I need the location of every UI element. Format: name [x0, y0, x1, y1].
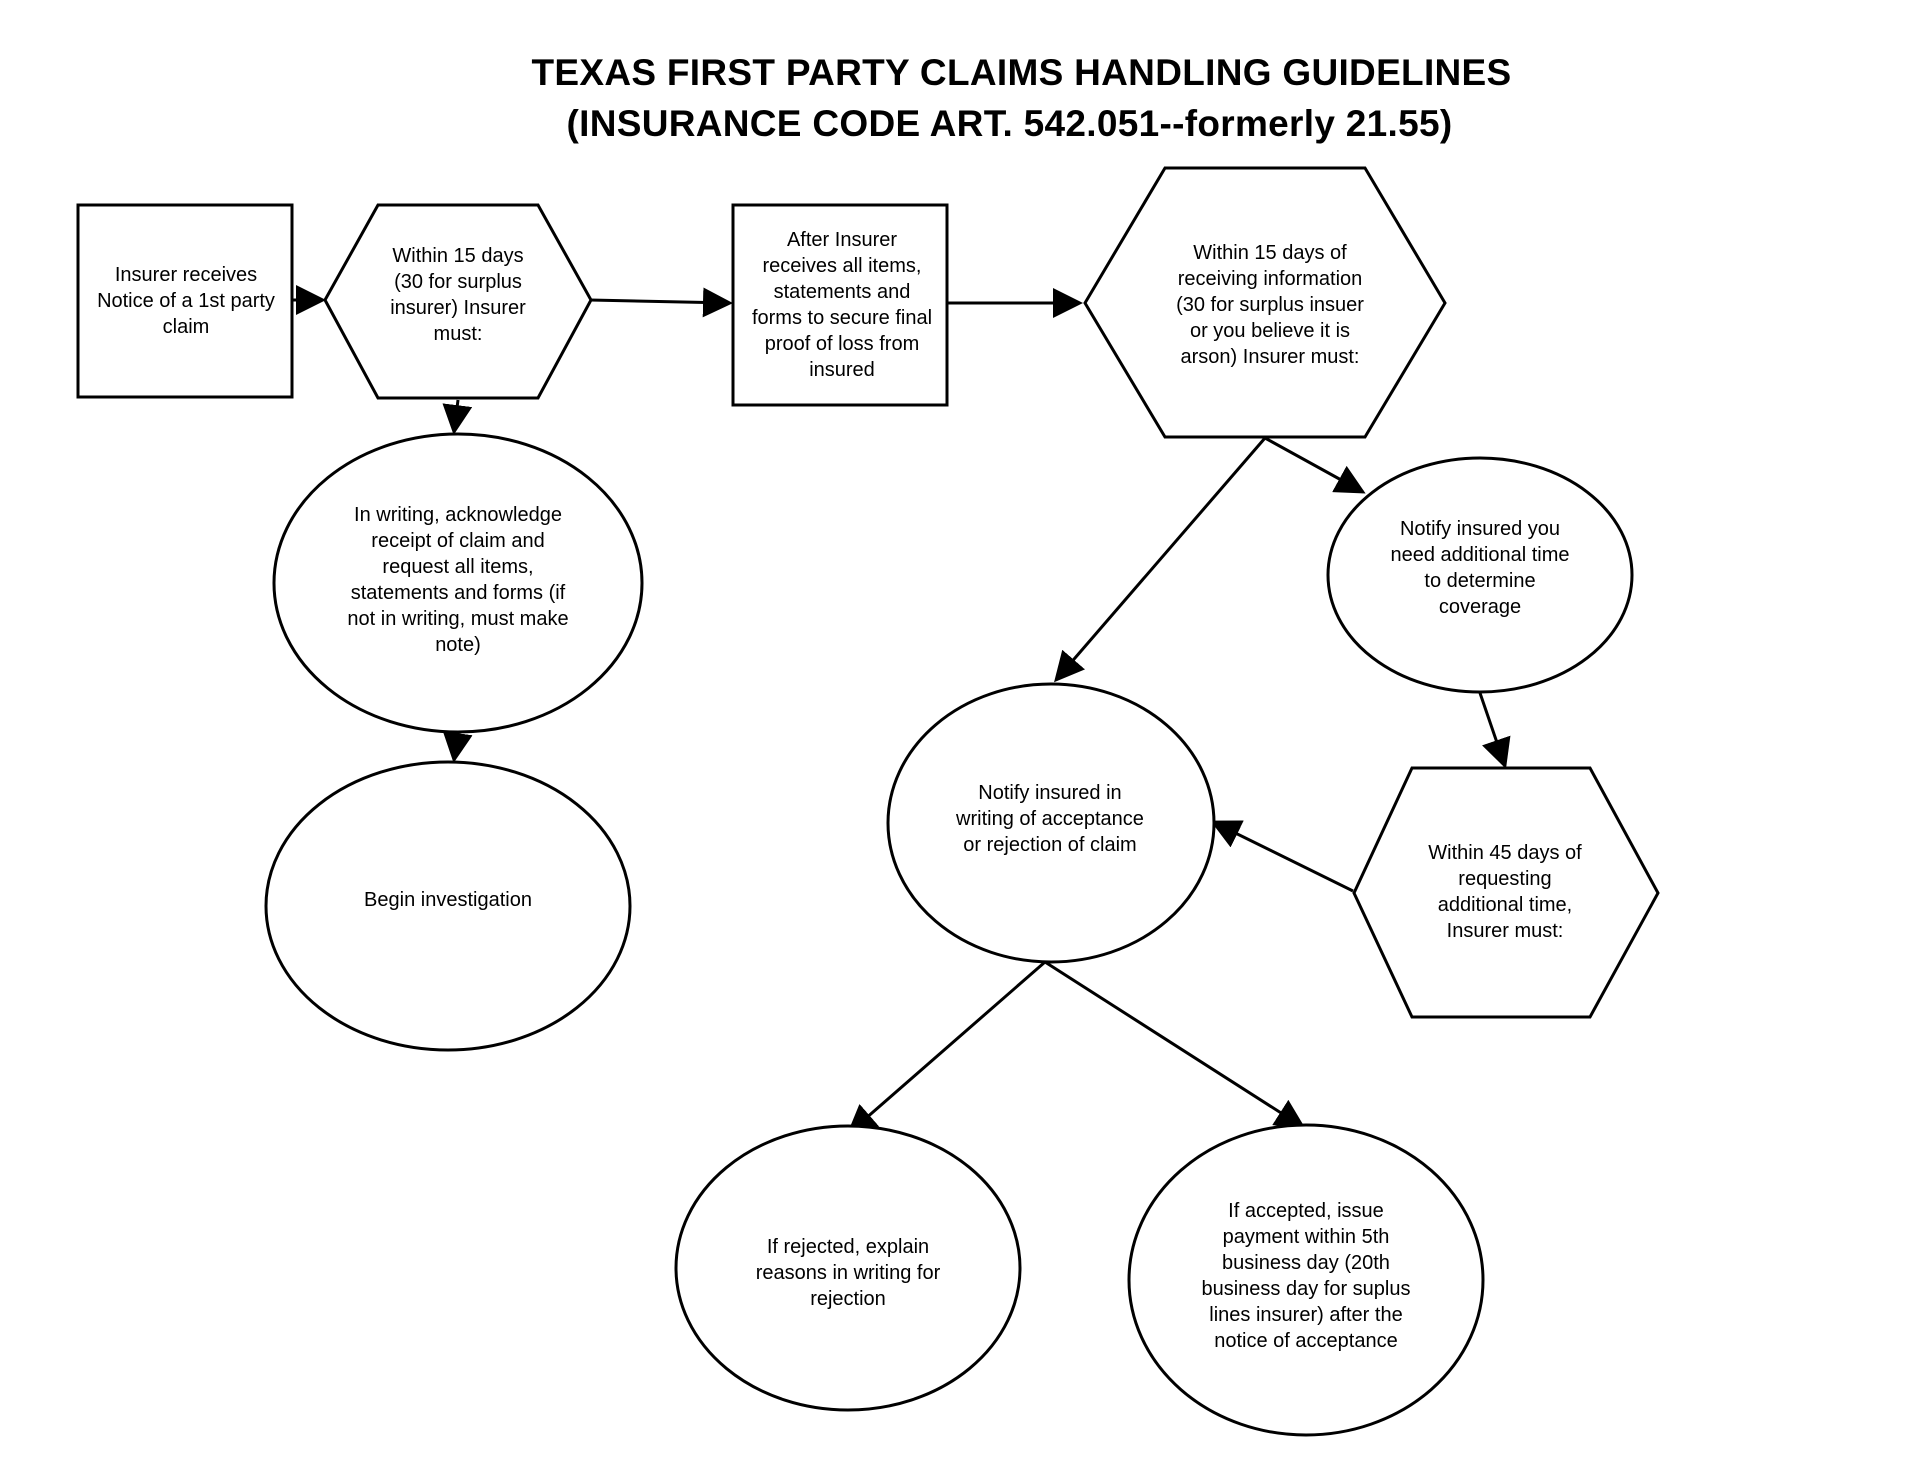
edge-within15-info-to-notify-acceptance — [1054, 437, 1267, 683]
accepted-label: If accepted, issue payment within 5th bu… — [1201, 1200, 1411, 1352]
within45-hexagon — [1352, 766, 1660, 1019]
notify-additional-time-label: Notify insured you need additional time … — [1390, 518, 1570, 618]
edge-notify-acceptance-to-rejected — [846, 960, 1046, 1135]
edge-within15-info-to-notify-additional-time — [1264, 436, 1366, 494]
after-receives-box — [731, 203, 949, 407]
rejected-label: If rejected, explain reasons in writing … — [755, 1236, 941, 1310]
notify-additional-time-ellipse — [1326, 456, 1634, 694]
within15-info-hexagon — [1083, 166, 1447, 439]
acknowledge-label: In writing, acknowledge receipt of claim… — [347, 504, 569, 656]
within45-label: Within 45 days of requesting additional … — [1428, 842, 1582, 942]
acknowledge-ellipse — [272, 432, 644, 734]
investigation-label: Begin investigation — [364, 889, 532, 911]
edge-acknowledge-to-investigation — [442, 730, 473, 763]
after-receives-label: After Insurer receives all items, statem… — [751, 229, 933, 381]
within15-label: Within 15 days (30 for surplus insurer) … — [390, 245, 526, 345]
page-title: TEXAS FIRST PARTY CLAIMS HANDLING GUIDEL… — [531, 52, 1512, 93]
edge-notify-acceptance-to-accepted — [1044, 960, 1306, 1129]
within15-hexagon — [323, 203, 593, 400]
edge-within45-to-notify-acceptance — [1210, 820, 1354, 893]
notice-label: Insurer receives Notice of a 1st party c… — [97, 264, 275, 338]
notice-box — [76, 203, 294, 399]
investigation-ellipse — [264, 760, 632, 1052]
notify-acceptance-label: Notify insured in writing of acceptance … — [956, 782, 1144, 856]
edge-within15-to-acknowledge — [442, 399, 473, 435]
page-subtitle: (INSURANCE CODE ART. 542.051--formerly 2… — [566, 103, 1453, 144]
rejected-ellipse — [674, 1124, 1022, 1412]
notify-acceptance-ellipse — [886, 682, 1216, 964]
edge-notify-additional-time-to-within45 — [1478, 692, 1511, 769]
accepted-ellipse — [1127, 1123, 1485, 1437]
within15-info-label: Within 15 days of receiving information … — [1176, 242, 1364, 368]
edge-within15-to-after-receives — [589, 287, 733, 318]
